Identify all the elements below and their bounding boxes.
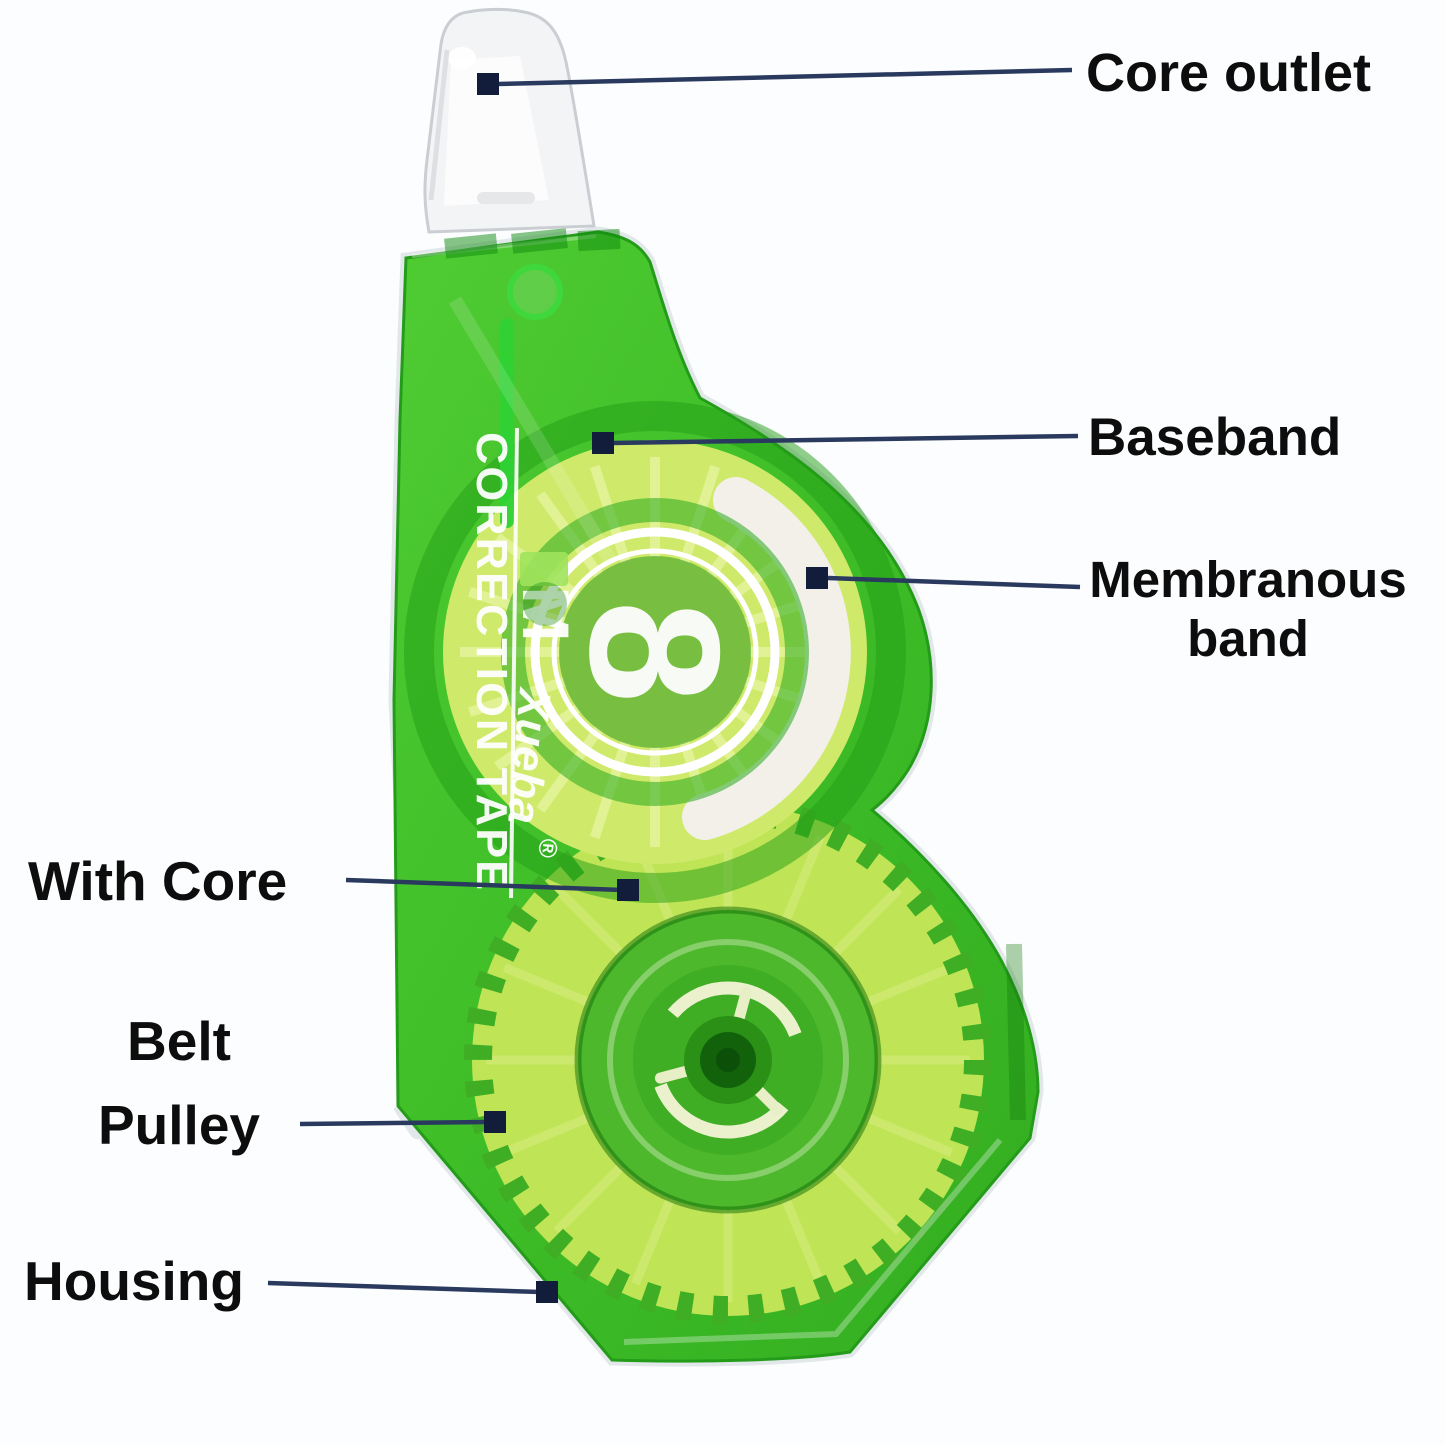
leader-marker-membranous-band xyxy=(806,567,828,589)
device-markings: CORRECTION TAPE Xueba ® xyxy=(467,427,564,899)
brand-text: Xueba xyxy=(498,684,561,826)
reel-inner-white-ring xyxy=(551,548,759,756)
tape-length-number: 8 xyxy=(551,601,757,704)
hub-cream-ring xyxy=(649,981,807,1139)
side-text-rule xyxy=(509,427,519,899)
gear-teeth-ring xyxy=(464,796,992,1324)
label-with-core: With Core xyxy=(28,850,288,912)
leader-marker-core-outlet xyxy=(477,73,499,95)
mechanism-shadow xyxy=(523,582,567,626)
belt-pulley-gear xyxy=(464,796,992,1324)
membranous-band-arc xyxy=(682,477,851,840)
neck-highlight xyxy=(448,296,617,564)
tape-reel: 8 M xyxy=(404,401,906,903)
leader-lines xyxy=(267,67,1081,1303)
vent-slot xyxy=(444,233,498,259)
hub-center-core xyxy=(716,1048,740,1072)
correction-tape-device: 8 M CORRECTION TAPE Xueba xyxy=(388,7,1044,1367)
label-housing: Housing xyxy=(24,1250,244,1312)
reel-case-ring xyxy=(404,401,906,903)
tape-length-mark: 8 M xyxy=(509,587,757,704)
leader-housing xyxy=(267,1280,541,1295)
leader-with-core xyxy=(345,877,623,893)
guide-rod xyxy=(500,318,514,528)
leader-marker-baseband xyxy=(592,432,614,454)
registered-mark: ® xyxy=(532,837,564,859)
reel-outer-white-ring xyxy=(530,527,780,777)
tip-inner-blob xyxy=(448,47,476,69)
gear-face-streaks xyxy=(486,818,970,1302)
vent-slot xyxy=(511,228,568,254)
tip-roller-bar xyxy=(477,192,535,204)
bottom-facet-highlight xyxy=(623,1138,1003,1345)
leader-marker-belt-pulley xyxy=(484,1111,506,1133)
hub-glow-ring xyxy=(607,939,849,1181)
tip-edge-line xyxy=(428,49,450,201)
vent-slot xyxy=(577,228,621,252)
screw-boss xyxy=(507,264,563,320)
label-belt-pulley: Belt Pulley xyxy=(97,1010,261,1156)
label-membranous-band: Membranous band xyxy=(1089,551,1407,668)
reel-core-window xyxy=(559,556,751,748)
leader-membranous-band xyxy=(827,575,1081,590)
neck-mechanism xyxy=(444,228,621,626)
tape-length-unit: M xyxy=(509,587,583,642)
latch-block xyxy=(520,552,568,586)
side-text: CORRECTION TAPE xyxy=(467,432,516,892)
leader-marker-housing xyxy=(536,1281,558,1303)
right-facet-shade xyxy=(1006,943,1026,1121)
leader-baseband xyxy=(611,433,1079,446)
leader-marker-with-core xyxy=(617,879,639,901)
label-baseband: Baseband xyxy=(1088,408,1342,467)
gear-inner-edge xyxy=(574,906,882,1214)
leader-core-outlet xyxy=(496,67,1073,87)
tip-inner-wedge xyxy=(444,56,549,206)
core-outlet-tip xyxy=(423,7,596,234)
leader-belt-pulley xyxy=(299,1119,489,1127)
label-core-outlet: Core outlet xyxy=(1086,43,1372,103)
